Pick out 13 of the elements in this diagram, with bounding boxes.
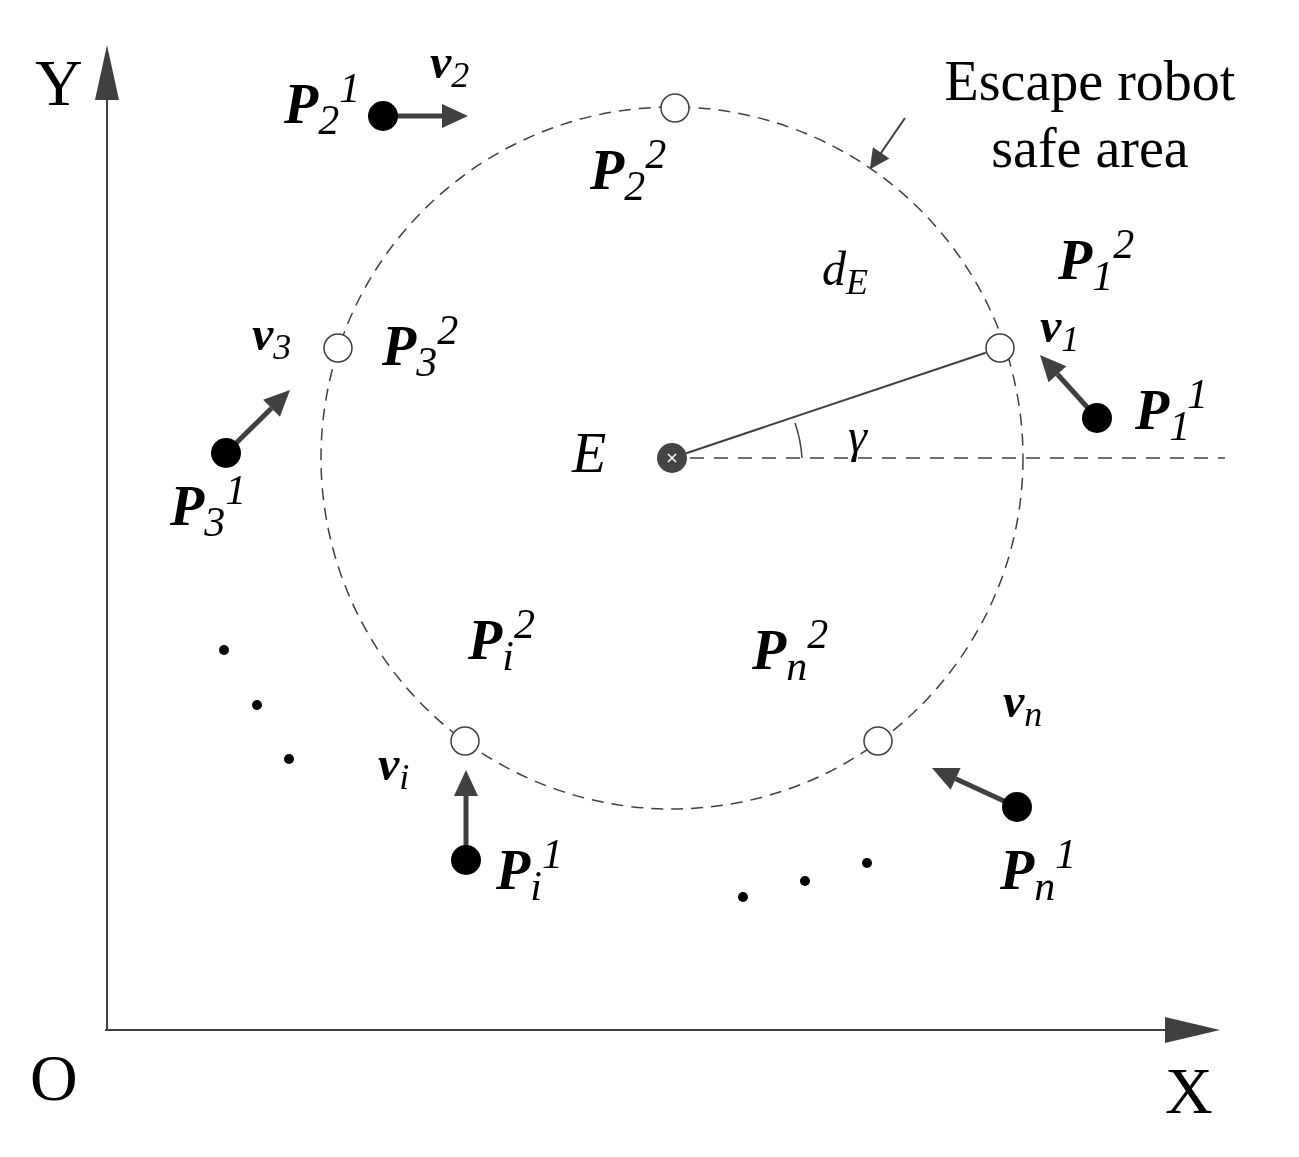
axis-label: O [30,1045,78,1111]
axis-label: X [1165,1058,1213,1124]
velocity-label: v$_{1}$ [1040,302,1080,350]
radius-line [685,351,987,455]
velocity-label: v$_{n}$ [1003,677,1043,725]
callout-text: Escape robot safe area [943,48,1237,181]
velocity-label: v$_{3}$ [252,310,292,358]
axis-label: Y [35,50,83,116]
angle-label: γ [848,412,867,460]
velocity-label: v$_{i}$ [378,740,410,788]
velocity-label: v$_{2}$ [430,38,470,86]
point-label: E [572,425,607,481]
leader-arrow [869,117,906,170]
